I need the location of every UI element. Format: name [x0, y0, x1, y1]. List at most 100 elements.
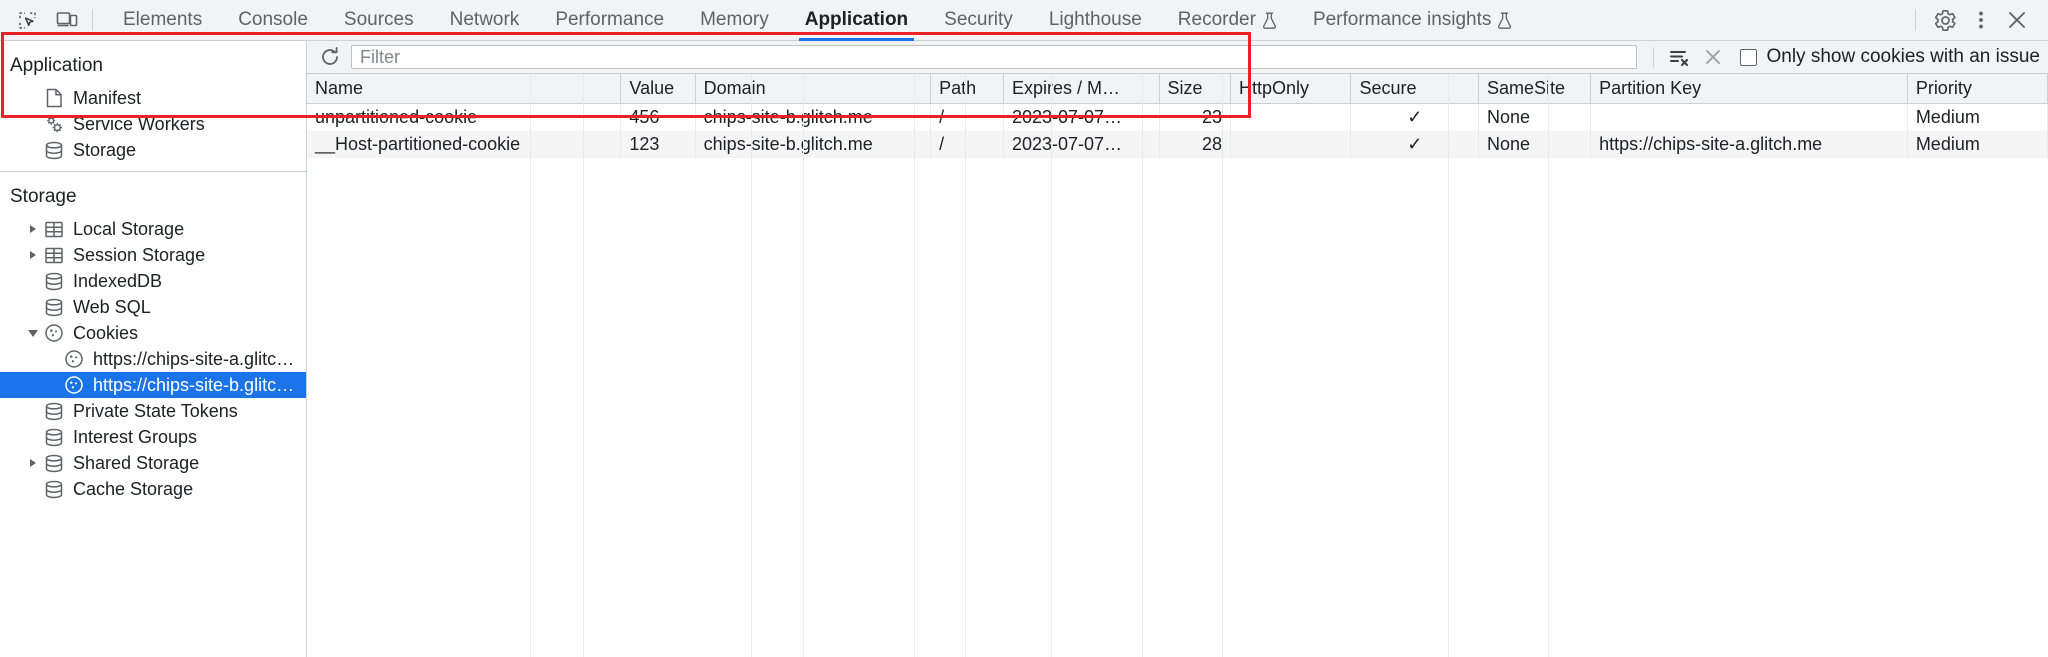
- cell-samesite[interactable]: None: [1478, 131, 1592, 158]
- column-header-value[interactable]: Value: [620, 74, 696, 104]
- sidebar-item-cache-storage[interactable]: Cache Storage: [0, 476, 306, 502]
- sidebar-item-label: IndexedDB: [73, 270, 163, 291]
- cookie-icon: [62, 349, 86, 369]
- tab-performance[interactable]: Performance: [537, 0, 682, 40]
- document-icon: [42, 88, 66, 108]
- tab-label: Console: [238, 9, 308, 30]
- sidebar-item-cookies[interactable]: Cookies: [0, 320, 306, 346]
- sidebar-item-indexeddb[interactable]: IndexedDB: [0, 268, 306, 294]
- tab-console[interactable]: Console: [220, 0, 326, 40]
- cell-path[interactable]: /: [930, 103, 1004, 131]
- sidebar-item-storage[interactable]: Storage: [0, 137, 306, 163]
- cookie-icon: [62, 375, 86, 395]
- cell-partition-key[interactable]: https://chips-site-a.glitch.me: [1590, 131, 1908, 158]
- cell-name[interactable]: __Host-partitioned-cookie: [307, 131, 622, 158]
- tab-label: Security: [944, 9, 1013, 30]
- chevron-right-icon[interactable]: [24, 251, 42, 259]
- table-column-guides: [307, 74, 2048, 657]
- column-header-secure[interactable]: Secure: [1350, 74, 1479, 104]
- column-guide: [531, 74, 584, 657]
- cell-httponly[interactable]: [1230, 131, 1352, 158]
- cell-secure[interactable]: ✓: [1350, 103, 1479, 131]
- filter-input[interactable]: [351, 45, 1638, 69]
- only-show-issues-checkbox[interactable]: Only show cookies with an issue: [1740, 46, 2040, 68]
- tab-lighthouse[interactable]: Lighthouse: [1031, 0, 1160, 40]
- clear-filter-icon[interactable]: [1664, 44, 1694, 70]
- sidebar-item-service-workers[interactable]: Service Workers: [0, 111, 306, 137]
- cell-httponly[interactable]: [1230, 103, 1352, 131]
- toolbar-right-icons: [1911, 0, 2048, 40]
- close-icon[interactable]: [2000, 5, 2034, 35]
- cell-size[interactable]: 28: [1159, 131, 1231, 158]
- sidebar-item-cookies-chips-site-b[interactable]: https://chips-site-b.glitch.me: [0, 372, 306, 398]
- tab-elements[interactable]: Elements: [105, 0, 220, 40]
- refresh-icon[interactable]: [315, 44, 345, 70]
- cell-domain[interactable]: chips-site-b.glitch.me: [695, 103, 932, 131]
- cell-expires-m[interactable]: 2023-07-07…: [1003, 103, 1160, 131]
- column-header-domain[interactable]: Domain: [695, 74, 932, 104]
- cell-priority[interactable]: Medium: [1907, 131, 2048, 158]
- sidebar-item-interest-groups[interactable]: Interest Groups: [0, 424, 306, 450]
- sidebar-item-cookies-chips-site-a[interactable]: https://chips-site-a.glitch.me: [0, 346, 306, 372]
- kebab-menu-icon[interactable]: [1964, 5, 1998, 35]
- column-header-samesite[interactable]: SameSite: [1478, 74, 1592, 104]
- checkbox-box[interactable]: [1740, 48, 1758, 66]
- sidebar-item-local-storage[interactable]: Local Storage: [0, 216, 306, 242]
- column-header-httponly[interactable]: HttpOnly: [1230, 74, 1352, 104]
- column-header-partition-key[interactable]: Partition Key: [1590, 74, 1908, 104]
- tab-label: Performance insights: [1312, 9, 1492, 30]
- sidebar-item-web-sql[interactable]: Web SQL: [0, 294, 306, 320]
- cell-value[interactable]: 123: [620, 131, 696, 158]
- column-header-priority[interactable]: Priority: [1907, 74, 2048, 104]
- cell-partition-key[interactable]: [1590, 103, 1908, 131]
- sidebar-item-shared-storage[interactable]: Shared Storage: [0, 450, 306, 476]
- tab-security[interactable]: Security: [926, 0, 1031, 40]
- sidebar-item-manifest[interactable]: Manifest: [0, 85, 306, 111]
- column-guide: [966, 74, 1052, 657]
- column-header-size[interactable]: Size: [1159, 74, 1231, 104]
- cell-expires-m[interactable]: 2023-07-07…: [1003, 131, 1160, 158]
- chevron-down-icon[interactable]: [24, 329, 42, 337]
- gear-icon[interactable]: [1928, 5, 1962, 35]
- sidebar-item-session-storage[interactable]: Session Storage: [0, 242, 306, 268]
- column-guide: [915, 74, 966, 657]
- sidebar-section-title: Application: [10, 55, 103, 76]
- cookies-panel: Only show cookies with an issue NameValu…: [1, 32, 2048, 657]
- database-icon: [42, 298, 66, 317]
- cell-size[interactable]: 23: [1159, 103, 1231, 131]
- cell-priority[interactable]: Medium: [1907, 103, 2048, 131]
- tab-application[interactable]: Application: [787, 0, 926, 41]
- cell-samesite[interactable]: None: [1478, 103, 1592, 131]
- application-sidebar: Application Manifest: [0, 41, 307, 657]
- chevron-right-icon[interactable]: [24, 225, 42, 233]
- tab-network[interactable]: Network: [432, 0, 538, 40]
- devtools-main-toolbar: Elements Console Sources Network Perform…: [0, 0, 2048, 41]
- tab-sources[interactable]: Sources: [326, 0, 432, 40]
- tab-performance-insights[interactable]: Performance insights: [1295, 0, 1530, 40]
- clear-all-icon[interactable]: [1698, 44, 1728, 70]
- sidebar-section-application: Application Manifest: [0, 41, 306, 171]
- column-header-name[interactable]: Name: [307, 74, 622, 104]
- cell-value[interactable]: 456: [620, 103, 696, 131]
- tab-recorder[interactable]: Recorder: [1160, 0, 1295, 40]
- tab-label: Elements: [123, 9, 203, 30]
- column-header-expires-m[interactable]: Expires / M…: [1003, 74, 1160, 104]
- cell-path[interactable]: /: [930, 131, 1004, 158]
- column-header-path[interactable]: Path: [930, 74, 1004, 104]
- sidebar-item-private-state-tokens[interactable]: Private State Tokens: [0, 398, 306, 424]
- chevron-right-icon[interactable]: [24, 459, 42, 467]
- cell-domain[interactable]: chips-site-b.glitch.me: [695, 131, 932, 158]
- cell-name[interactable]: unpartitioned-cookie: [307, 103, 622, 131]
- tab-label: Application: [804, 9, 909, 30]
- inspect-element-icon[interactable]: [10, 5, 44, 35]
- tab-memory[interactable]: Memory: [682, 0, 787, 40]
- sidebar-section-storage: Storage Local Storage: [0, 171, 306, 510]
- checkbox-label: Only show cookies with an issue: [1766, 46, 2040, 67]
- cell-secure[interactable]: ✓: [1350, 131, 1479, 158]
- toolbar-left-icons: [0, 0, 105, 40]
- device-toolbar-icon[interactable]: [50, 5, 84, 35]
